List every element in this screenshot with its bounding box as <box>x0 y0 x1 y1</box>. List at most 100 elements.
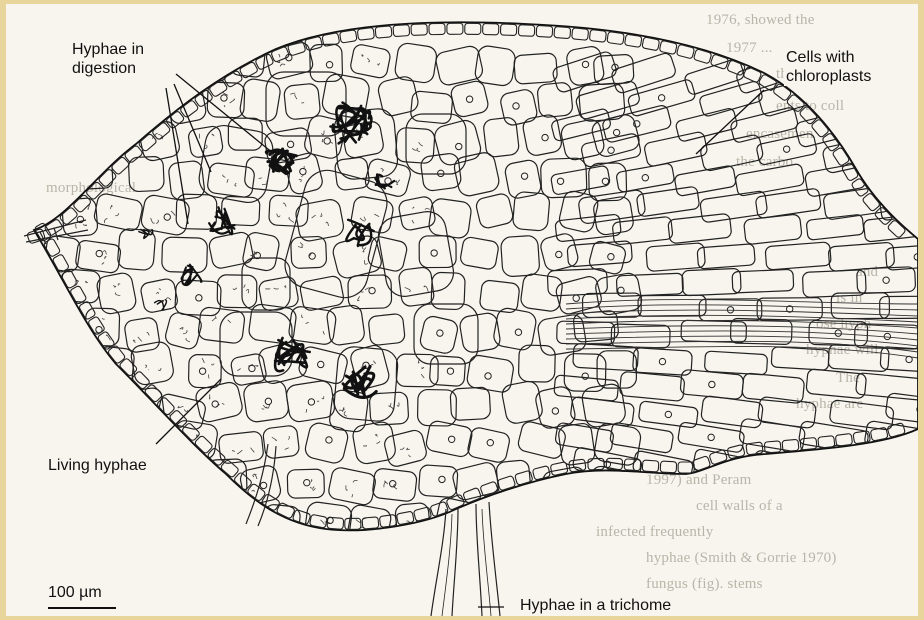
nucleus <box>326 437 332 443</box>
nucleus <box>71 514 77 520</box>
epidermal-cell <box>73 194 92 213</box>
epidermal-cell <box>874 206 893 225</box>
parenchyma-cell <box>479 280 520 314</box>
parenchyma-cell <box>207 162 256 198</box>
elongated-cell <box>674 165 737 196</box>
parenchyma-cell <box>475 192 515 229</box>
nucleus <box>487 439 493 445</box>
nucleus <box>318 361 324 367</box>
parenchyma-cell <box>93 192 144 232</box>
parenchyma-cell <box>283 83 320 120</box>
parenchyma-cell <box>514 53 558 84</box>
leader-chloroplasts <box>696 90 764 154</box>
epidermal-cell <box>851 178 869 197</box>
elongated-cell <box>739 418 806 453</box>
cell-contents <box>363 434 380 446</box>
cell-contents <box>405 286 428 292</box>
parenchyma-cell <box>554 497 593 533</box>
cell-contents <box>413 142 423 152</box>
cell-contents <box>346 480 358 497</box>
parenchyma-cell <box>395 127 435 164</box>
cell-contents <box>145 365 161 370</box>
parenchyma-cell <box>52 120 97 154</box>
elongated-cell <box>636 186 700 217</box>
elongated-cell <box>643 131 708 167</box>
elongated-cell <box>638 401 698 428</box>
nucleus <box>304 479 310 485</box>
epidermal-cell <box>642 460 659 472</box>
nucleus <box>515 329 521 335</box>
parenchyma-cell <box>540 158 587 198</box>
hyphal-coil <box>155 300 167 310</box>
epidermal-cell <box>43 238 60 257</box>
parenchyma-cell <box>136 502 175 543</box>
parenchyma-cell <box>347 504 393 545</box>
elongated-cell <box>765 242 831 270</box>
epidermal-cell <box>447 23 463 34</box>
cell-contents <box>265 286 286 289</box>
cell-contents <box>312 213 329 226</box>
parenchyma-cell <box>185 505 220 539</box>
nucleus <box>883 277 889 283</box>
parenchyma-cell <box>33 317 79 350</box>
elongated-cell <box>609 422 673 453</box>
parenchyma-cell <box>511 503 553 539</box>
nucleus <box>145 403 151 409</box>
epidermal-cell <box>660 461 677 473</box>
hyphal-coil <box>182 265 202 286</box>
parenchyma-cell <box>228 118 262 150</box>
parenchyma-cell <box>418 465 458 498</box>
nucleus <box>466 96 472 102</box>
nucleus <box>613 129 619 135</box>
nucleus <box>221 95 227 101</box>
cell-contents <box>223 175 237 186</box>
nucleus <box>608 147 614 153</box>
nucleus <box>907 203 913 209</box>
nucleus <box>492 511 498 517</box>
nucleus <box>57 478 63 484</box>
parenchyma-cell <box>537 82 573 118</box>
nucleus <box>212 401 218 407</box>
cell-contents <box>151 211 175 224</box>
parenchyma-cell <box>512 191 550 231</box>
parenchyma-cell <box>68 390 117 432</box>
nucleus <box>708 434 714 440</box>
parenchyma-cell <box>243 379 290 423</box>
cell-contents <box>233 285 249 294</box>
nucleus <box>552 408 558 414</box>
elongated-cell <box>828 242 895 271</box>
cell-contents <box>133 401 154 417</box>
elongated-cell <box>701 395 764 428</box>
nucleus <box>556 251 562 257</box>
epidermal-cell <box>446 494 465 510</box>
nucleus <box>608 254 614 260</box>
nucleus <box>513 103 519 109</box>
elongated-cell <box>704 351 767 375</box>
parenchyma-cell <box>327 466 377 506</box>
parenchyma-cell <box>175 280 222 316</box>
midrib-vascular-strands <box>566 300 918 358</box>
parenchyma-cell <box>501 380 544 425</box>
nucleus <box>431 250 437 256</box>
cell-contents <box>98 91 106 105</box>
parenchyma-cell <box>500 235 540 277</box>
parenchyma-cell <box>285 380 336 423</box>
nucleus <box>448 436 454 442</box>
elongated-cell <box>611 324 670 348</box>
parenchyma-cell <box>294 198 345 243</box>
cell-contents <box>180 328 190 342</box>
parenchyma-cell <box>94 117 134 151</box>
cell-contents <box>250 251 257 258</box>
nucleus <box>287 141 293 147</box>
epidermal-cell <box>78 301 96 320</box>
nucleus <box>244 523 250 529</box>
cell-contents <box>232 448 254 454</box>
epidermal-cell <box>518 25 534 37</box>
nucleus <box>437 330 443 336</box>
cell-contents <box>135 91 145 110</box>
parenchyma-cell <box>459 236 499 270</box>
elongated-cell <box>806 369 867 399</box>
elongated-cell <box>638 295 706 316</box>
nucleus <box>485 373 491 379</box>
hyphal-coil <box>346 220 373 246</box>
